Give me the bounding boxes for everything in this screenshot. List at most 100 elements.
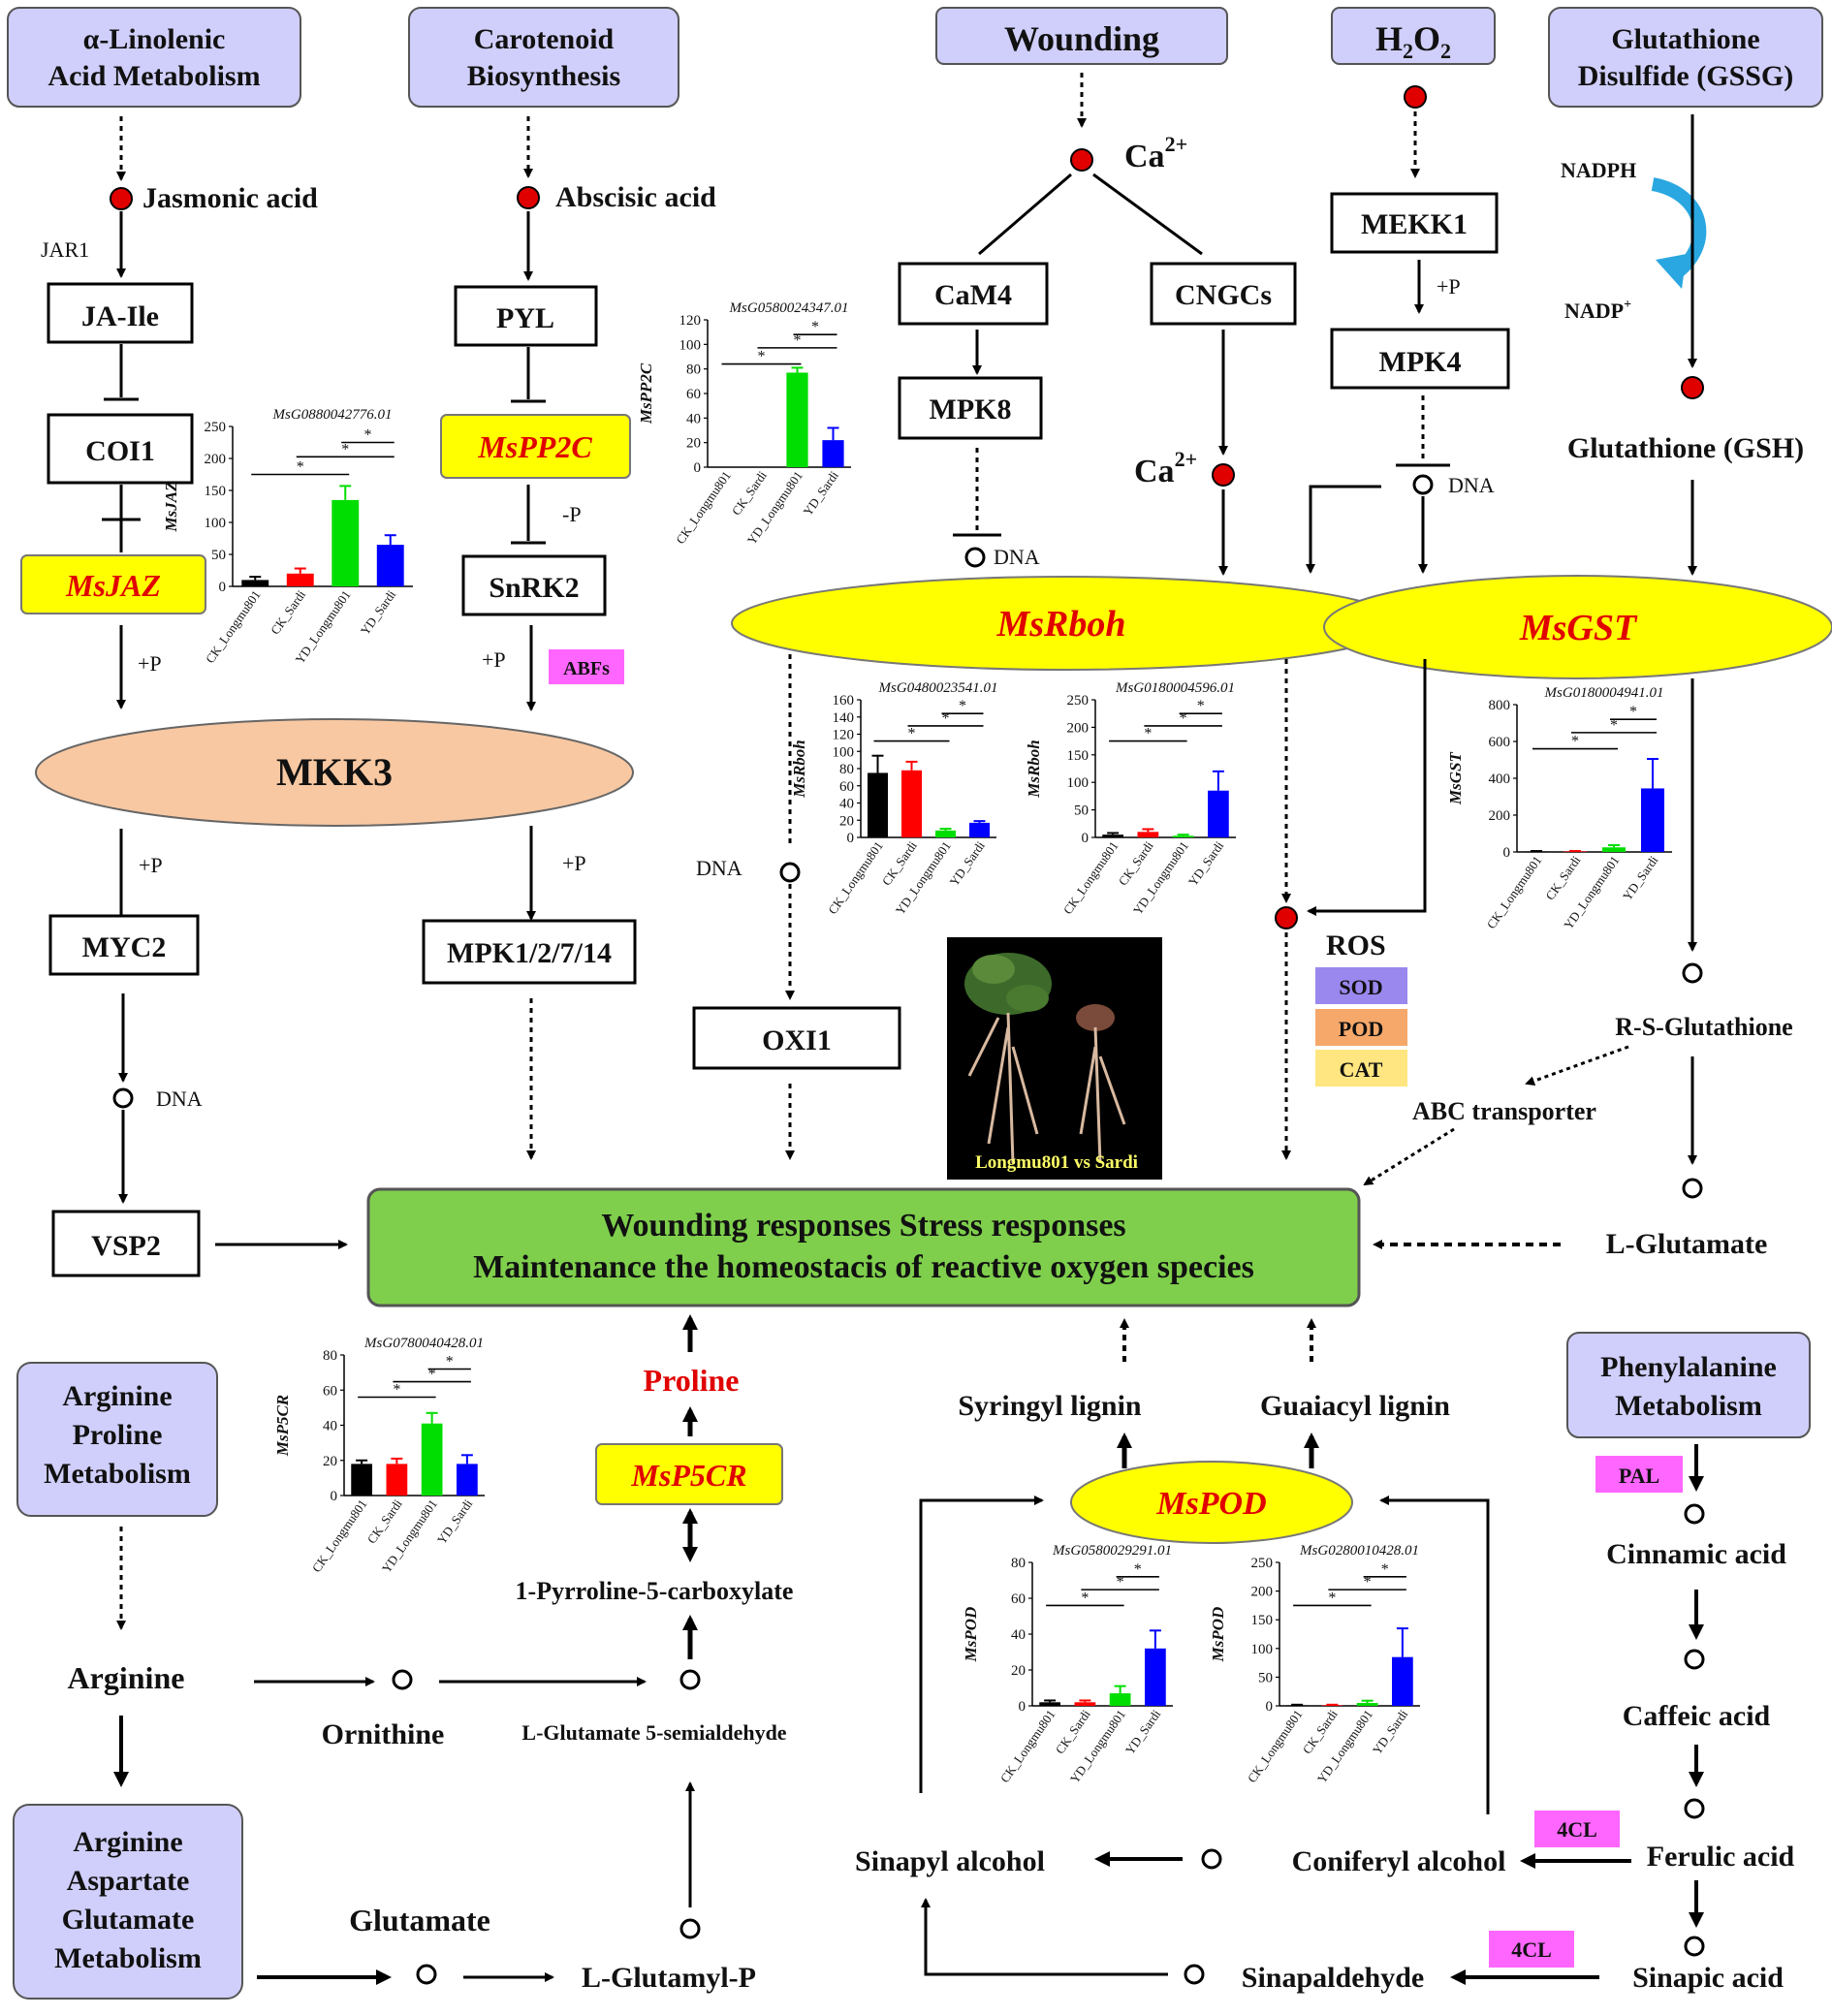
svg-text:Metabolism: Metabolism (44, 1458, 191, 1490)
svg-text:PYL: PYL (496, 302, 554, 334)
chart-y-tick-label: 40 (1011, 1627, 1026, 1643)
chart-y-tick-label: 150 (1067, 748, 1090, 764)
chart-category-label: CK_Longmu801 (1245, 1707, 1306, 1785)
chart-bar (332, 499, 360, 586)
pathway-alpha-linolenic: α-Linolenic Acid Metabolism (7, 7, 301, 108)
svg-text:MPK1/2/7/14: MPK1/2/7/14 (447, 937, 612, 969)
chart-sig-star: * (1134, 1561, 1142, 1578)
mkk3-ellipse: MKK3 (35, 718, 634, 827)
chart-y-tick-label: 150 (1251, 1613, 1274, 1628)
svg-text:Acid Metabolism: Acid Metabolism (47, 60, 260, 92)
chart-bar (1356, 1703, 1378, 1706)
svg-text:Carotenoid: Carotenoid (474, 23, 615, 55)
svg-text:ABFs: ABFs (563, 658, 610, 679)
ornithine-label: Ornithine (322, 1718, 445, 1750)
msp5cr-box: MsP5CR (595, 1443, 783, 1505)
chart-sig-star: * (1117, 1574, 1124, 1591)
chart-bar (351, 1464, 372, 1496)
chart-msrboh-1: MsG0480023541.01MsRboh020406080100120140… (790, 680, 997, 917)
mspp2c-box: MsPP2C (440, 414, 631, 479)
chart-sig-star: * (446, 1354, 454, 1370)
chart-sig-star: * (908, 726, 916, 742)
chart-category-label: YD_Sardi (1122, 1707, 1164, 1757)
chart-y-tick-label: 100 (205, 516, 227, 531)
plus-p-label: +P (562, 851, 586, 875)
chart-bar (386, 1464, 408, 1496)
chart-y-tick-label: 60 (839, 779, 854, 795)
chart-title: MsG0580029291.01 (1052, 1543, 1172, 1559)
chart-bar (1172, 835, 1194, 837)
chart-y-tick-label: 200 (1067, 720, 1090, 736)
svg-text:Metabolism: Metabolism (1615, 1390, 1762, 1422)
proline-label: Proline (644, 1363, 740, 1398)
ca-label: Ca2+ (1134, 447, 1197, 489)
chart-sig-star: * (1629, 704, 1637, 720)
plus-p-label: +P (139, 853, 163, 877)
pod-badge: POD (1315, 1009, 1407, 1046)
svg-text:Biosynthesis: Biosynthesis (467, 60, 620, 92)
svg-text:MsPP2C: MsPP2C (477, 429, 592, 464)
sinapic-acid-label: Sinapic acid (1632, 1962, 1784, 1994)
chart-category-label: YD_Sardi (358, 587, 399, 638)
glutamate-label: Glutamate (349, 1903, 490, 1937)
chart-mspp2c: MsG0580024347.01MsPP2C020406080100120CK_… (637, 300, 851, 547)
chart-bar (1109, 1693, 1131, 1706)
chart-bar (822, 440, 844, 467)
chart-y-tick-label: 140 (833, 710, 855, 726)
svg-text:Arginine: Arginine (62, 1380, 172, 1412)
vsp2-box: VSP2 (51, 1210, 201, 1277)
chart-bar (935, 830, 956, 837)
coniferyl-node (1201, 1848, 1222, 1870)
ja-ile-box: JA-Ile (47, 282, 194, 344)
chart-mspod-1: MsG0580029291.01MsPOD020406080CK_Longmu8… (962, 1543, 1173, 1785)
chart-y-tick-label: 250 (205, 420, 227, 435)
pathway-wounding: Wounding (935, 7, 1228, 65)
svg-text:CAT: CAT (1340, 1057, 1383, 1082)
chart-bar (241, 580, 269, 586)
pal-badge: PAL (1595, 1456, 1683, 1493)
chart-sig-star: * (393, 1382, 400, 1399)
chart-sig-star: * (1180, 710, 1187, 727)
chart-y-tick-label: 600 (1489, 735, 1511, 750)
chart-y-tick-label: 120 (833, 728, 855, 743)
chart-title: MsG0180004596.01 (1115, 680, 1235, 696)
chart-category-label: CK_Longmu801 (825, 838, 886, 917)
chart-bar (1039, 1702, 1060, 1706)
l-glutamyl-p-label: L-Glutamyl-P (582, 1962, 756, 1994)
chart-sig-star: * (428, 1367, 436, 1383)
svg-text:MsGST: MsGST (1519, 608, 1638, 648)
sinapaldehyde-label: Sinapaldehyde (1242, 1962, 1424, 1994)
chart-bar (1074, 1702, 1096, 1706)
svg-text:Wounding: Wounding (1004, 19, 1159, 58)
ferulic-acid-label: Ferulic acid (1647, 1841, 1795, 1873)
caffeic-acid-label: Caffeic acid (1623, 1700, 1771, 1732)
chart-ylabel: MsJAZ (162, 482, 180, 533)
chart-y-tick-label: 0 (847, 831, 855, 846)
ca-dot (1212, 463, 1235, 487)
chart-y-tick-label: 200 (1489, 808, 1511, 824)
msjaz-box: MsJAZ (20, 554, 206, 614)
chart-y-tick-label: 150 (205, 484, 227, 499)
svg-text:MEKK1: MEKK1 (1361, 208, 1468, 240)
glutamate-node (416, 1964, 437, 1985)
pathway-arg-asp-glu: Arginine Aspartate Glutamate Metabolism (13, 1804, 243, 2000)
chart-bar (286, 573, 314, 586)
chart-sig-star: * (1381, 1561, 1389, 1578)
svg-text:Arginine: Arginine (73, 1826, 182, 1858)
dna-node (112, 1087, 134, 1109)
svg-text:POD: POD (1339, 1017, 1383, 1041)
l-glutamate-node (1682, 1178, 1703, 1199)
chart-title: MsG0880042776.01 (272, 407, 393, 423)
svg-text:Aspartate: Aspartate (67, 1865, 190, 1897)
ros-label: ROS (1326, 929, 1386, 961)
chart-title: MsG0180004941.01 (1544, 685, 1664, 701)
4cl-badge-a: 4CL (1534, 1811, 1620, 1847)
chart-y-tick-label: 250 (1067, 693, 1090, 709)
chart-category-label: YD_Sardi (946, 838, 988, 889)
chart-category-label: YD_Sardi (1370, 1707, 1411, 1757)
p5c-label: 1-Pyrroline-5-carboxylate (516, 1577, 794, 1605)
svg-text:H2O2: H2O2 (1375, 19, 1451, 63)
svg-text:α-Linolenic: α-Linolenic (83, 23, 226, 55)
mpk4-box: MPK4 (1330, 328, 1510, 390)
